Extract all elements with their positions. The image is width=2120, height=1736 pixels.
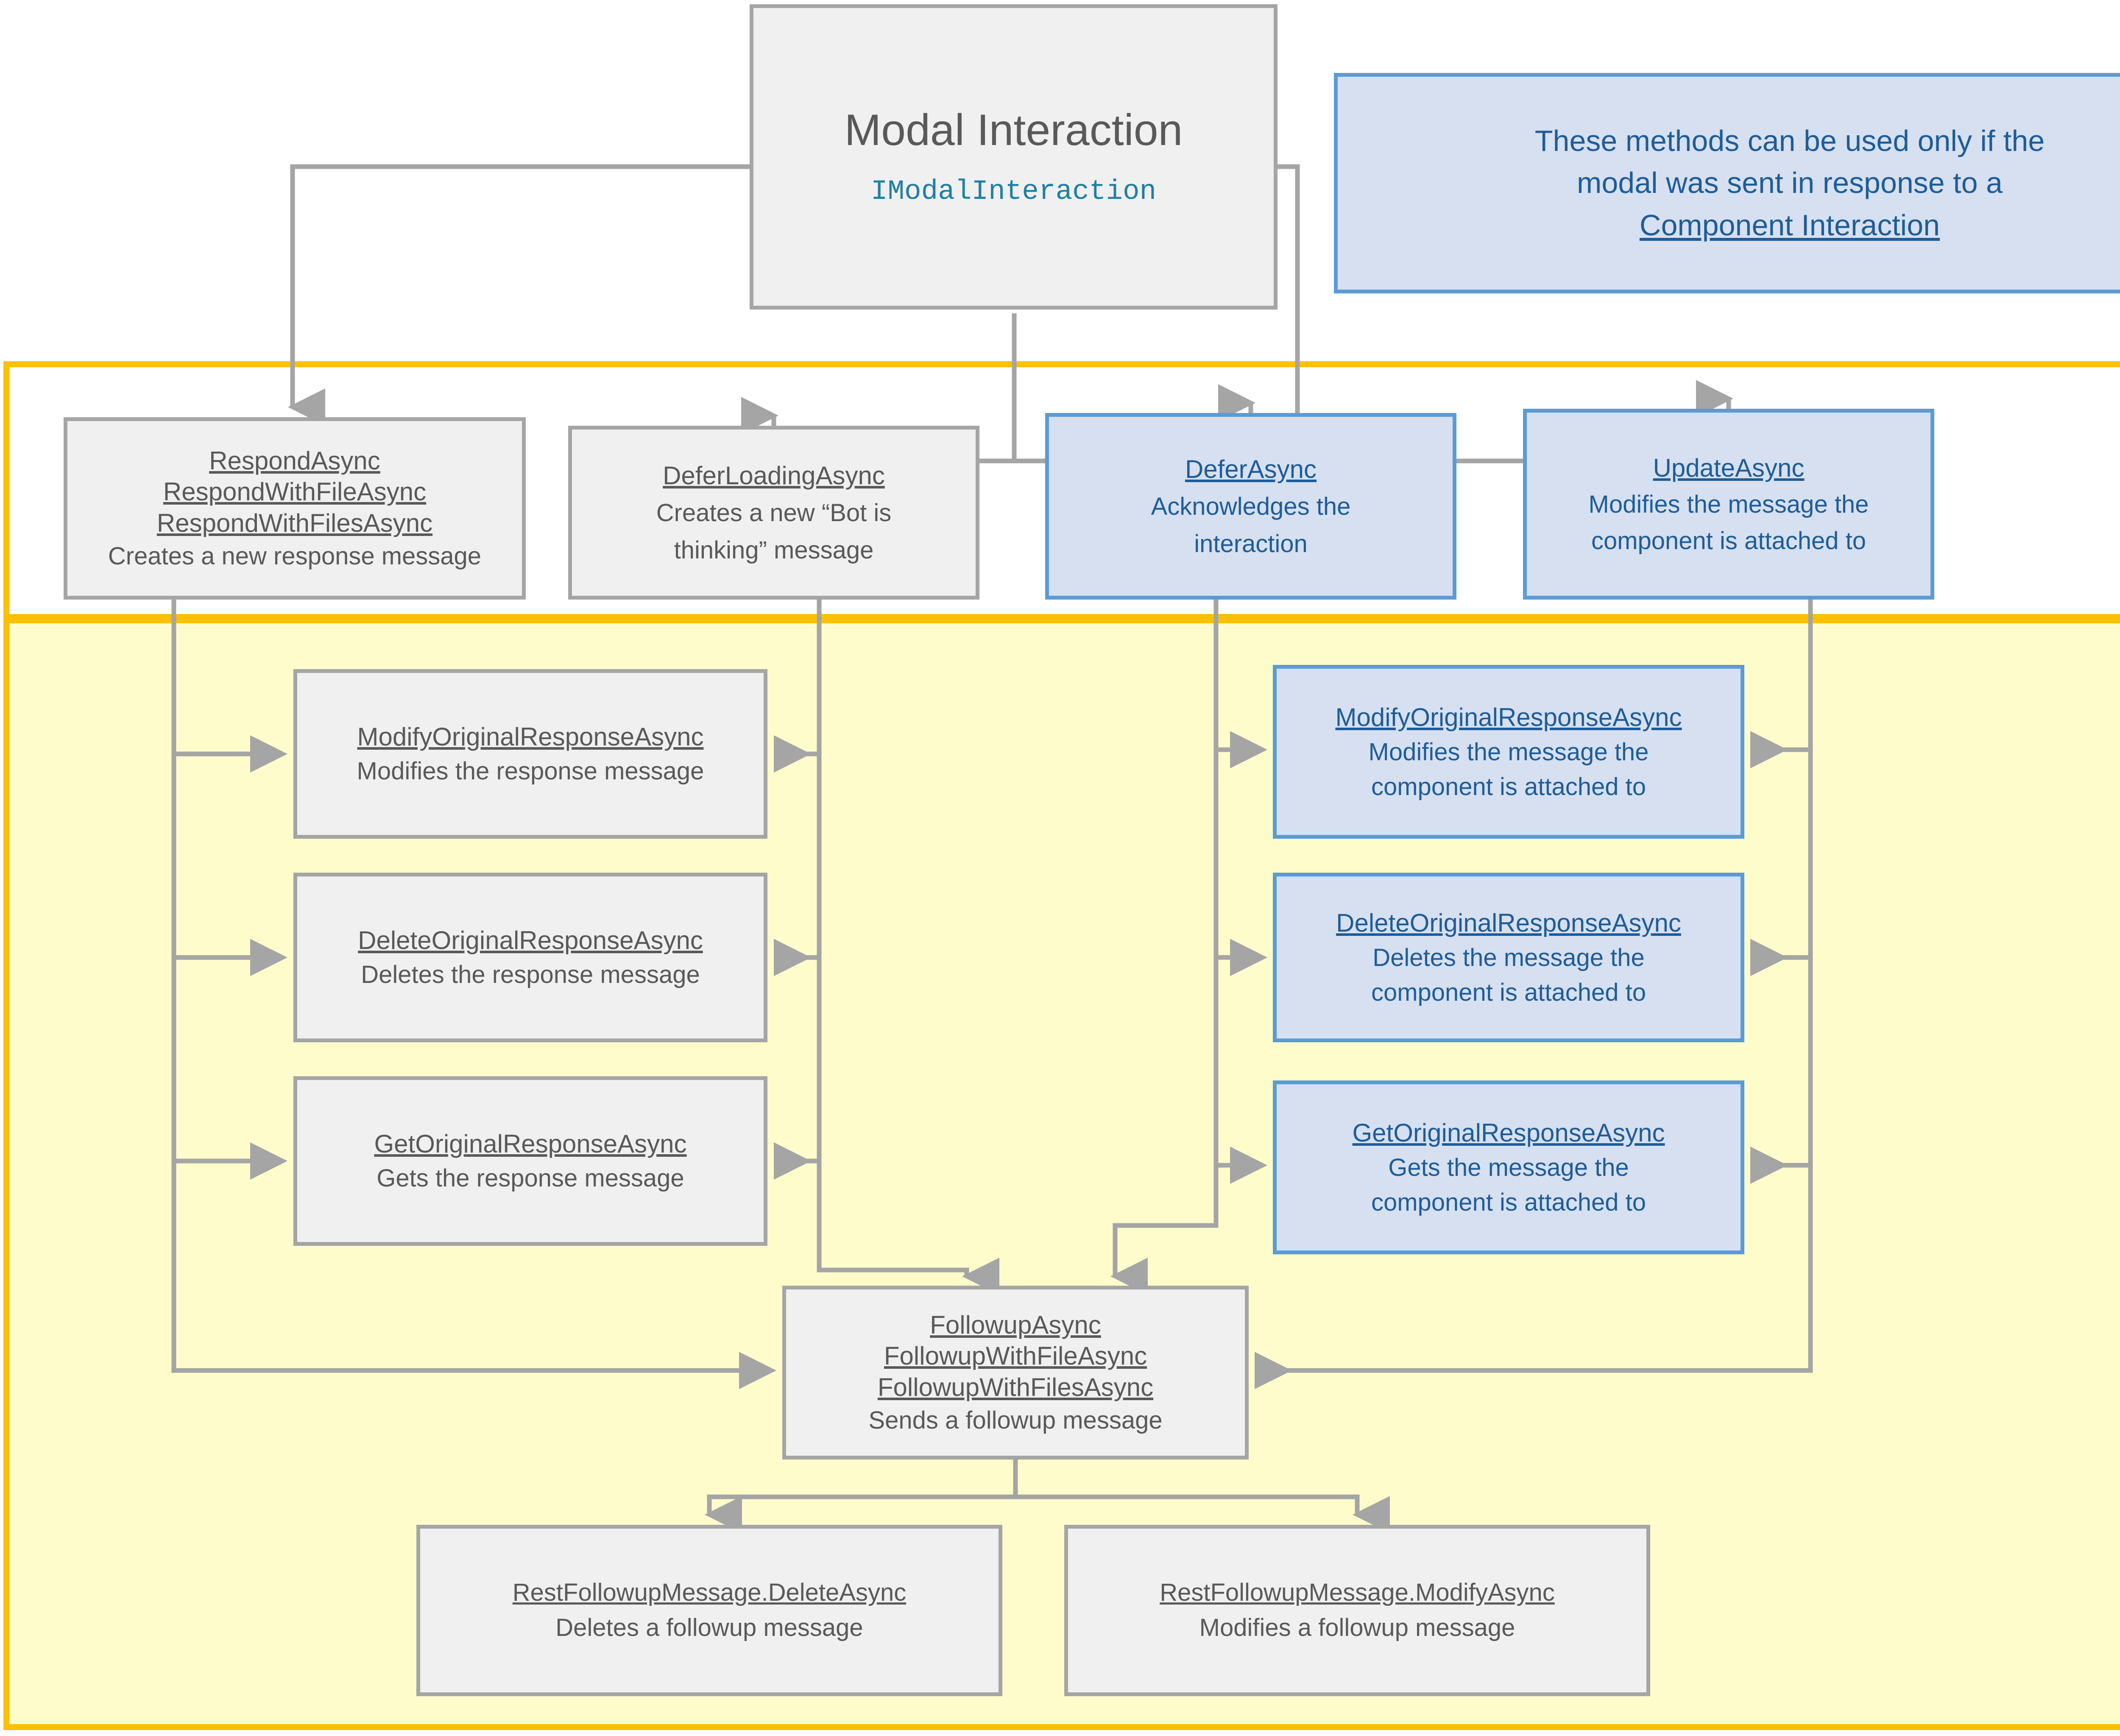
method-name[interactable]: ModifyOriginalResponseAsync bbox=[357, 723, 704, 751]
node-delete-original-response-async-left[interactable]: DeleteOriginalResponseAsync Deletes the … bbox=[293, 873, 767, 1042]
node-modal-interaction[interactable]: Modal Interaction IModalInteraction bbox=[750, 4, 1278, 310]
wire-defer-to-followup bbox=[1110, 600, 1219, 1295]
method-name[interactable]: RespondWithFilesAsync bbox=[156, 508, 433, 537]
method-description: Deletes the message the bbox=[1372, 943, 1645, 971]
node-defer-loading-async[interactable]: DeferLoadingAsync Creates a new “Bot is … bbox=[568, 426, 979, 600]
followup-legend-gold-1: after sending an initial response bbox=[1874, 744, 2120, 776]
method-description: component is attached to bbox=[1371, 978, 1646, 1006]
node-modify-original-response-async-left[interactable]: ModifyOriginalResponseAsync Modifies the… bbox=[293, 669, 767, 839]
followup-legend-gray-0: Can be used multiple times during bbox=[1874, 776, 2120, 809]
method-description: thinking” message bbox=[674, 536, 874, 564]
node-defer-async[interactable]: DeferAsync Acknowledges the interaction bbox=[1045, 413, 1456, 600]
method-description: Modifies the message the bbox=[1588, 490, 1869, 518]
method-name[interactable]: GetOriginalResponseAsync bbox=[1352, 1118, 1665, 1147]
method-name[interactable]: RestFollowupMessage.ModifyAsync bbox=[1160, 1578, 1555, 1606]
wire-respond-to-followup bbox=[171, 600, 776, 1389]
info-callout: These methods can be used only if the mo… bbox=[1334, 73, 2120, 293]
node-update-async[interactable]: UpdateAsync Modifies the message the com… bbox=[1523, 409, 1934, 600]
method-description: Modifies the response message bbox=[357, 757, 704, 785]
method-name[interactable]: FollowupWithFileAsync bbox=[884, 1342, 1147, 1370]
method-description: Gets the message the bbox=[1388, 1153, 1629, 1181]
method-name[interactable]: ModifyOriginalResponseAsync bbox=[1335, 703, 1682, 731]
method-name[interactable]: RespondAsync bbox=[209, 447, 380, 475]
wire-followup-to-rest-delete bbox=[705, 1460, 1018, 1533]
followup-legend: Followup methods Can be used in 15 minut… bbox=[1874, 670, 2120, 841]
method-name[interactable]: RespondWithFileAsync bbox=[163, 477, 427, 506]
node-respond-async[interactable]: RespondAsync RespondWithFileAsync Respon… bbox=[64, 417, 526, 600]
method-description: Creates a new response message bbox=[108, 542, 482, 570]
node-followup-async[interactable]: FollowupAsync FollowupWithFileAsync Foll… bbox=[782, 1286, 1249, 1460]
method-description: component is attached to bbox=[1371, 1188, 1646, 1216]
node-modify-original-response-async-right[interactable]: ModifyOriginalResponseAsync Modifies the… bbox=[1273, 665, 1744, 839]
method-description: Deletes the response message bbox=[361, 960, 700, 988]
method-description: interaction bbox=[1194, 530, 1308, 558]
method-description: component is attached to bbox=[1591, 527, 1866, 555]
info-callout-line1: These methods can be used only if the bbox=[1534, 124, 2045, 157]
followup-legend-gold-0: Can be used in 15 minutes bbox=[1874, 711, 2120, 744]
followup-legend-gray-1: interaction token’s lifetime bbox=[1874, 809, 2120, 841]
method-description: Acknowledges the bbox=[1151, 492, 1351, 520]
node-rest-followup-message-modify-async[interactable]: RestFollowupMessage.ModifyAsync Modifies… bbox=[1064, 1525, 1650, 1696]
root-title: Modal Interaction bbox=[844, 106, 1183, 155]
node-delete-original-response-async-right[interactable]: DeleteOriginalResponseAsync Deletes the … bbox=[1273, 873, 1744, 1042]
method-description: Creates a new “Bot is bbox=[656, 499, 892, 527]
method-name[interactable]: DeferLoadingAsync bbox=[663, 461, 885, 490]
info-callout-line2: modal was sent in response to a bbox=[1577, 166, 2003, 200]
followup-legend-title: Followup methods bbox=[1874, 670, 2120, 709]
method-name[interactable]: DeleteOriginalResponseAsync bbox=[1336, 908, 1681, 937]
node-get-original-response-async-right[interactable]: GetOriginalResponseAsync Gets the messag… bbox=[1273, 1080, 1744, 1254]
method-description: Modifies a followup message bbox=[1199, 1614, 1515, 1642]
method-description: Sends a followup message bbox=[868, 1406, 1163, 1434]
method-name[interactable]: GetOriginalResponseAsync bbox=[374, 1130, 687, 1158]
method-name[interactable]: DeferAsync bbox=[1185, 455, 1317, 483]
wire-deferloading-to-followup bbox=[817, 600, 999, 1295]
method-name[interactable]: DeleteOriginalResponseAsync bbox=[358, 926, 703, 955]
method-name[interactable]: FollowupWithFilesAsync bbox=[877, 1373, 1154, 1401]
wire-followup-to-rest-modify bbox=[1015, 1494, 1390, 1533]
node-rest-followup-message-delete-async[interactable]: RestFollowupMessage.DeleteAsync Deletes … bbox=[416, 1525, 1002, 1696]
root-interface-name: IModalInteraction bbox=[870, 176, 1157, 207]
method-description: Gets the response message bbox=[377, 1164, 684, 1192]
method-description: component is attached to bbox=[1371, 773, 1646, 801]
method-description: Deletes a followup message bbox=[555, 1614, 863, 1642]
node-get-original-response-async-left[interactable]: GetOriginalResponseAsync Gets the respon… bbox=[293, 1076, 767, 1246]
method-description: Modifies the message the bbox=[1368, 738, 1649, 766]
method-name[interactable]: FollowupAsync bbox=[930, 1311, 1101, 1340]
method-name[interactable]: UpdateAsync bbox=[1653, 453, 1805, 482]
component-interaction-link[interactable]: Component Interaction bbox=[1639, 208, 1940, 242]
wire-update-to-followup bbox=[1255, 600, 1813, 1389]
method-name[interactable]: RestFollowupMessage.DeleteAsync bbox=[512, 1578, 907, 1606]
wire-root-to-respond bbox=[288, 164, 750, 426]
